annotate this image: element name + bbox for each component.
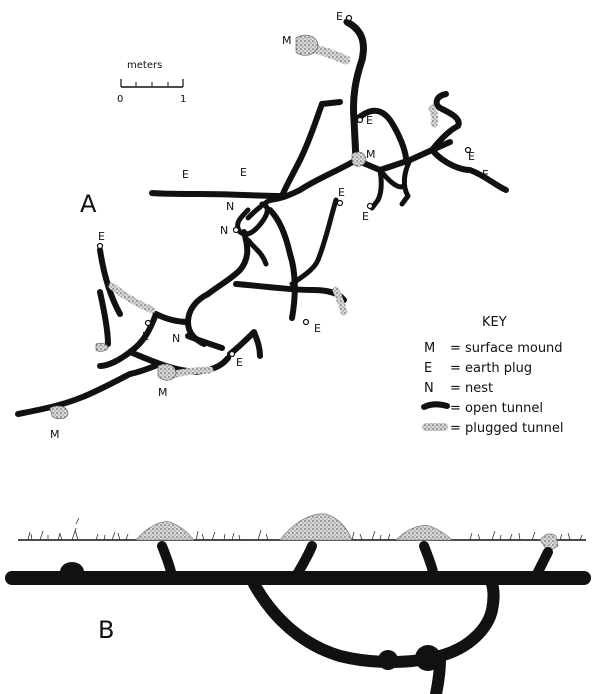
earth-plug-marker [230,352,235,357]
label-e: E [182,168,189,181]
earth-plug-marker [304,320,309,325]
earth-plug-marker [466,148,471,153]
tunnel-segment [437,94,446,108]
tunnel-segment [402,160,410,204]
earth-plug-marker [234,228,239,233]
earth-plug-marker [146,321,151,326]
scale-one: 1 [180,94,186,105]
label-m: M [50,428,60,441]
section-chamber [60,562,84,582]
label-e: E [142,330,149,343]
plugged-tunnel [336,290,344,312]
earth-plug-marker [338,201,343,206]
label-n: N [226,200,234,213]
tunnel-segment [238,204,268,234]
figure-label-a: A [80,190,97,218]
tunnel-segment [270,210,295,318]
label-e: E [240,166,247,179]
figure-label-b: B [98,616,114,644]
legend-symbol-e: E [424,361,432,376]
section-view-b [12,514,586,694]
earth-plug-marker [358,118,363,123]
tunnel-segment [152,193,282,196]
mounds [50,35,366,419]
tunnel-segment [292,200,336,284]
scale-title: meters [127,60,162,71]
plugged-tunnel [432,108,435,124]
legend-text-plug: = earth plug [450,361,532,376]
scale-bar: meters 0 1 [117,60,186,105]
legend-plugged-tunnel-swatch [422,423,448,431]
label-e: E [98,230,105,243]
label-n: N [220,224,228,237]
legend: KEY M = surface mound E = earth plug N =… [422,315,563,436]
label-m: M [366,148,376,161]
tunnel-segment [347,22,363,160]
label-e: E [366,114,373,127]
tunnel-segment [372,170,381,208]
label-e: E [236,356,243,369]
section-chamber [415,645,441,671]
scale-zero: 0 [117,94,123,105]
legend-symbol-n: N [424,381,434,396]
map-labels: E M E M E E E E E E N N E E N E M M E [50,10,489,441]
section-mound [280,514,352,540]
section-mound [396,526,452,540]
legend-text-plugged: = plugged tunnel [450,421,563,436]
section-chamber [378,650,398,670]
label-e: E [362,210,369,223]
earth-plug-marker [98,244,103,249]
earth-plug-marker [368,204,373,209]
mound [352,152,366,166]
label-m: M [158,386,168,399]
tunnel-segment [18,374,130,414]
tunnel-segment [236,284,344,300]
earth-plug-marker [347,16,352,21]
tunnel-segment [322,102,340,104]
label-m: M [282,34,292,47]
tunnel-segment [100,292,108,344]
label-e: E [314,322,321,335]
legend-text-mound: = surface mound [450,341,563,356]
mound [50,406,68,419]
legend-title: KEY [482,315,507,330]
legend-open-tunnel-swatch [424,404,447,407]
legend-text-open: = open tunnel [450,401,543,416]
label-e: E [482,168,489,181]
tunnel-segment [130,364,160,374]
label-e: E [338,186,345,199]
label-n: N [172,332,180,345]
tunnel-segment [156,314,188,322]
section-mound [136,522,194,540]
legend-symbol-m: M [424,341,435,356]
mound [96,343,108,351]
mound [158,364,176,380]
tunnel-segment [248,240,266,264]
mound [296,35,318,55]
section-deep-tunnel [254,584,494,662]
label-e: E [336,10,343,23]
tunnel-segment [356,111,406,158]
legend-text-nest: = nest [450,381,493,396]
